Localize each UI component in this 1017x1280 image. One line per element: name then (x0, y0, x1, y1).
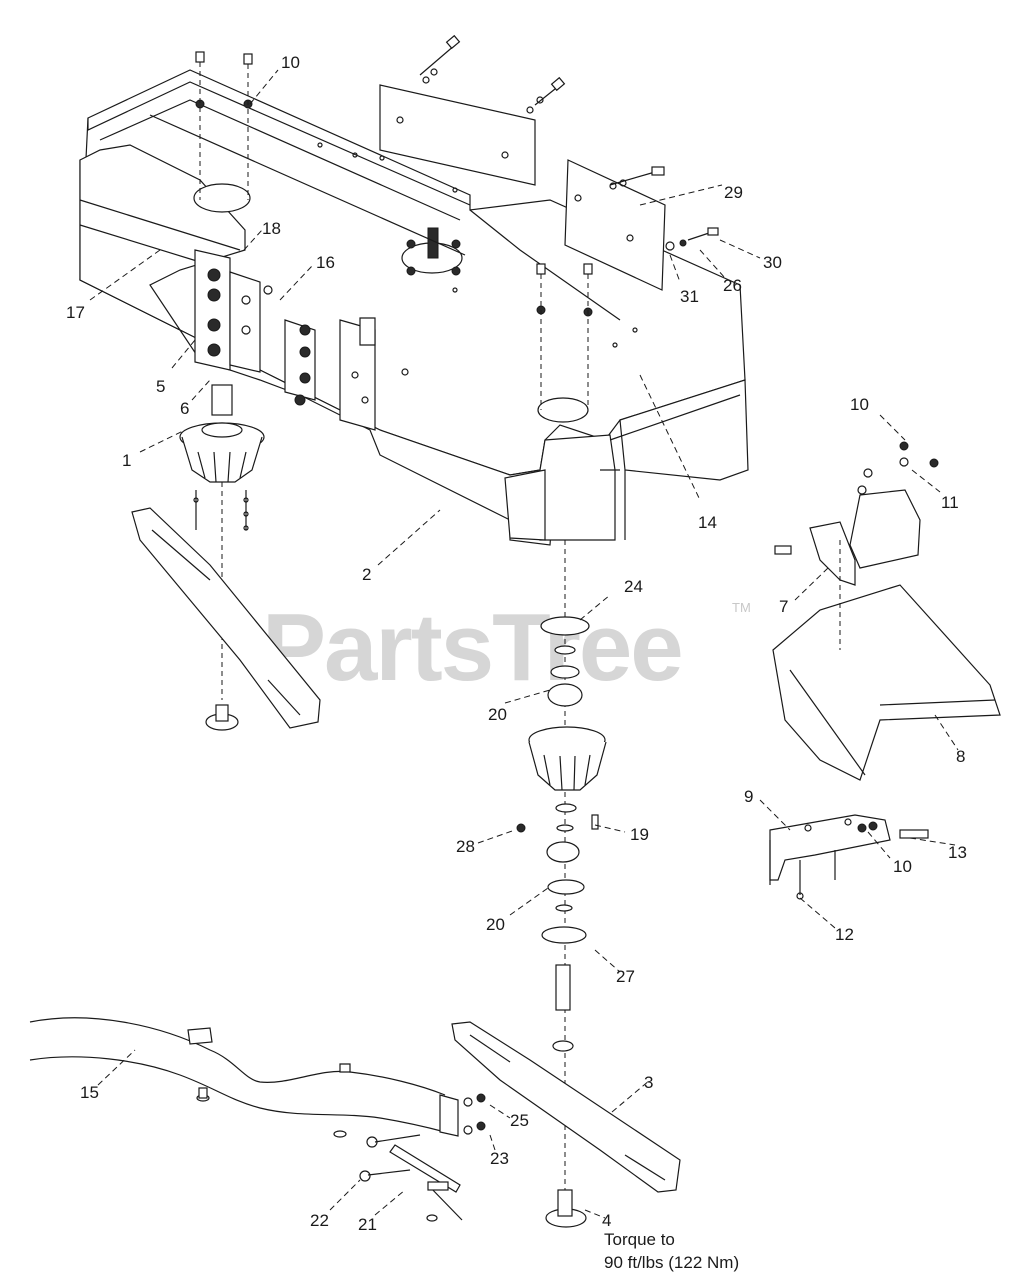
callout-22: 22 (310, 1211, 329, 1230)
callout-27: 27 (616, 967, 635, 986)
callout-17: 17 (66, 303, 85, 322)
callout-12: 12 (835, 925, 854, 944)
callout-7: 7 (779, 597, 788, 616)
callout-8: 8 (956, 747, 965, 766)
callout-16: 16 (316, 253, 335, 272)
callout-10: 10 (281, 53, 300, 72)
callout-23: 23 (490, 1149, 509, 1168)
watermark-text: PartsTree (262, 594, 682, 701)
left-spindle-assembly (179, 384, 265, 700)
callout-13: 13 (948, 843, 967, 862)
callout-6: 6 (180, 399, 189, 418)
center-blade (451, 1021, 681, 1193)
callout-labels: 10 18 16 17 5 6 1 2 14 29 30 26 31 10 11… (66, 53, 967, 1234)
deflector-skirt-assembly (29, 1017, 486, 1222)
leader-lines (89, 69, 959, 1219)
callout-31: 31 (680, 287, 699, 306)
deck-shell (79, 69, 749, 546)
callout-11: 11 (941, 493, 959, 512)
callout-18: 18 (262, 219, 281, 238)
callout-1: 1 (122, 451, 131, 470)
torque-note-line2: 90 ft/lbs (122 Nm) (604, 1253, 739, 1272)
callout-24: 24 (624, 577, 643, 596)
callout-26: 26 (723, 276, 742, 295)
top-spindle-bolts (195, 51, 593, 410)
baffle-plates (379, 34, 719, 291)
callout-14: 14 (698, 513, 717, 532)
center-spindle-assembly (516, 540, 607, 1228)
callout-20-upper: 20 (488, 705, 507, 724)
callout-30: 30 (763, 253, 782, 272)
callout-10-deflector: 10 (893, 857, 912, 876)
callout-19: 19 (630, 825, 649, 844)
discharge-chute-assembly (769, 441, 1001, 900)
callout-29: 29 (724, 183, 743, 202)
torque-note-line1: Torque to (604, 1230, 675, 1249)
callout-25: 25 (510, 1111, 529, 1130)
callout-3: 3 (644, 1073, 653, 1092)
callout-10-chute: 10 (850, 395, 869, 414)
callout-28: 28 (456, 837, 475, 856)
callout-2: 2 (362, 565, 371, 584)
left-blade (131, 507, 321, 731)
callout-21: 21 (358, 1215, 377, 1234)
callout-15: 15 (80, 1083, 99, 1102)
callout-5: 5 (156, 377, 165, 396)
callout-9: 9 (744, 787, 753, 806)
callout-20-lower: 20 (486, 915, 505, 934)
idler-bracket-assembly (194, 249, 409, 431)
watermark-trademark: TM (732, 600, 751, 615)
callout-4: 4 (602, 1211, 611, 1230)
